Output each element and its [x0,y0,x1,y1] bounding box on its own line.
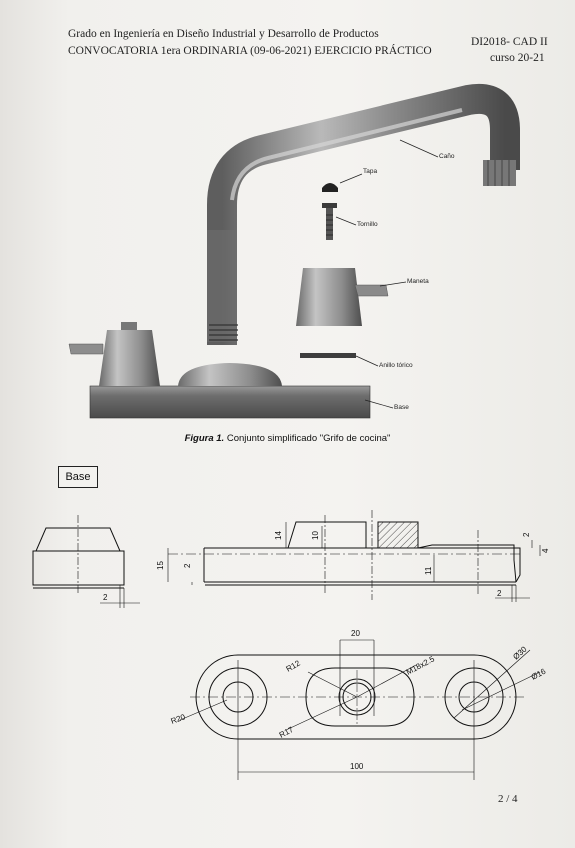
dim-11: 11 [424,566,433,575]
header-degree: Grado en Ingeniería en Diseño Industrial… [68,28,379,40]
figure-caption-text: Conjunto simplificado "Grifo de cocina" [224,433,391,444]
label-screw: Tornillo [357,221,378,228]
dim-4: 4 [541,548,550,553]
label-cap: Tapa [363,168,378,175]
dim-2-left: 2 [103,593,108,602]
dim-r20: R20 [170,712,187,726]
header-exam: CONVOCATORIA 1era ORDINARIA (09-06-2021)… [68,45,432,57]
dim-20: 20 [351,629,360,638]
cap-part [322,183,338,192]
dim-r12: R12 [285,658,303,673]
dim-phi30: Ø30 [511,644,529,661]
label-spout: Caño [439,153,455,160]
side-view [32,515,140,608]
dim-phi16: Ø16 [530,666,548,681]
label-o-ring: Anillo tórico [379,362,413,369]
dim-2-mid: 2 [183,563,192,568]
top-view [179,639,541,780]
dim-15: 15 [156,561,165,570]
header-code: DI2018- CAD II [471,36,548,48]
front-section-view [167,510,541,602]
dim-14: 14 [274,531,283,540]
header-course: curso 20-21 [490,52,545,64]
label-base: Base [394,404,409,411]
screw-part [322,203,337,240]
base-part [68,322,371,419]
page-number: 2 / 4 [498,793,518,805]
handle-part [296,268,389,326]
part-title-box: Base [58,466,98,488]
dim-2-right-bottom: 2 [497,589,502,598]
dim-2-right-top: 2 [522,532,531,537]
label-handle: Maneta [407,278,429,285]
o-ring-part [300,353,356,358]
dim-10: 10 [311,531,320,540]
dim-100: 100 [350,762,364,771]
figure-caption: Figura 1. Conjunto simplificado "Grifo d… [0,433,575,444]
figure-caption-prefix: Figura 1. [184,433,225,444]
spout-part [207,83,520,345]
dim-m18: M18x2.5 [405,654,437,677]
